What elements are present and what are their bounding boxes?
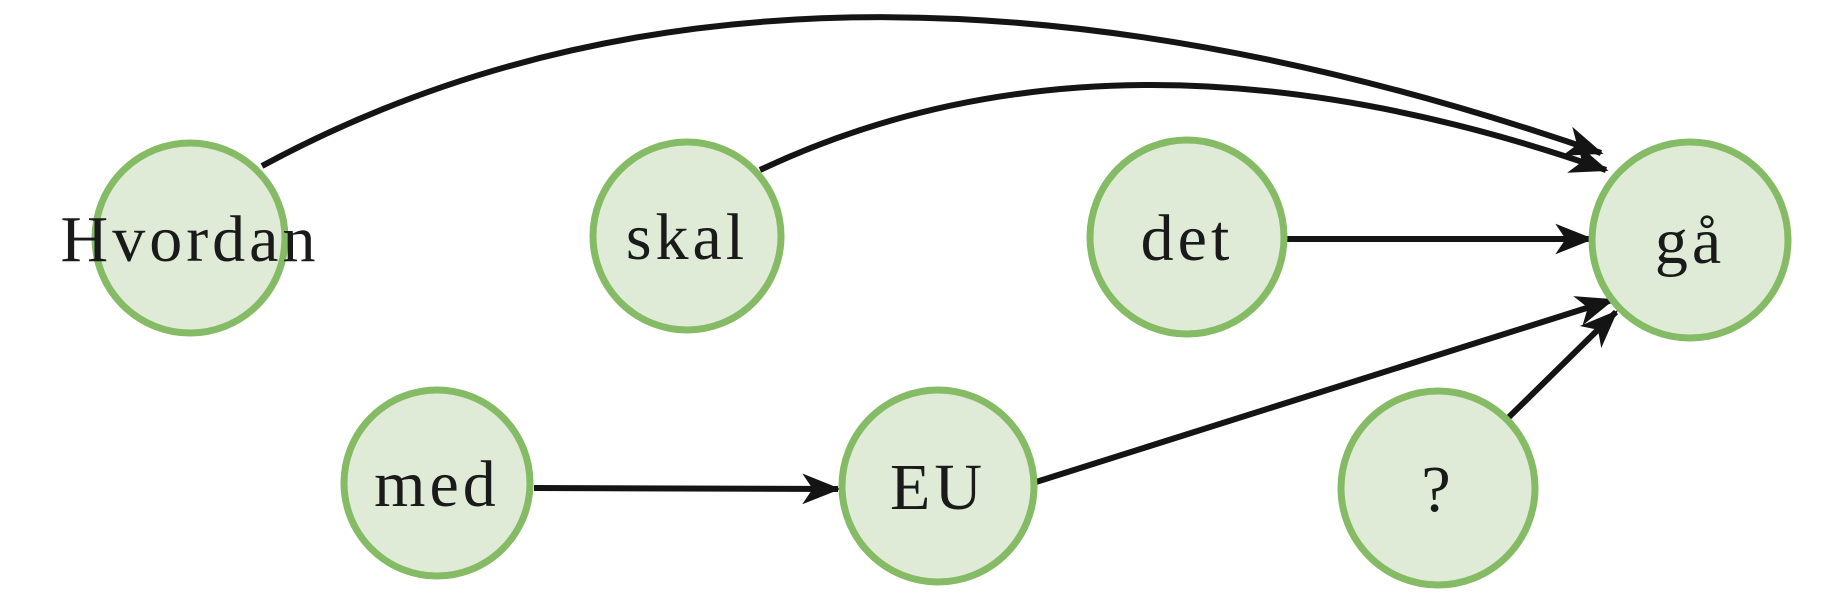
node-qmark-circle [1337,387,1539,589]
node-eu-label: EU [890,451,986,524]
node-hvordan-label: Hvordan [61,203,320,276]
node-gaa-label: gå [1655,205,1725,278]
node-qmark: ? [1337,387,1539,589]
edge-qmark-to-gaa [1505,309,1619,421]
edge-eu-to-gaa [1035,296,1615,485]
edge-skal-to-gaa [758,82,1609,173]
node-med: med [340,386,534,580]
node-skal-label: skal [626,201,748,274]
node-skal-circle [589,138,785,334]
node-gaa-circle [1588,138,1792,342]
node-det-label: det [1141,202,1234,275]
node-det-circle [1086,136,1288,338]
node-med-circle [340,386,534,580]
node-hvordan: Hvordan [61,139,320,337]
edge-med-to-eu [533,473,841,505]
node-det: det [1086,136,1288,338]
edge-hvordan-to-gaa [260,14,1604,169]
node-qmark-label: ? [1421,453,1454,526]
node-gaa: gå [1588,138,1792,342]
node-skal: skal [589,138,785,334]
node-eu: EU [838,386,1038,586]
node-hvordan-circle [91,139,289,337]
node-eu-circle [838,386,1038,586]
node-med-label: med [374,448,500,521]
